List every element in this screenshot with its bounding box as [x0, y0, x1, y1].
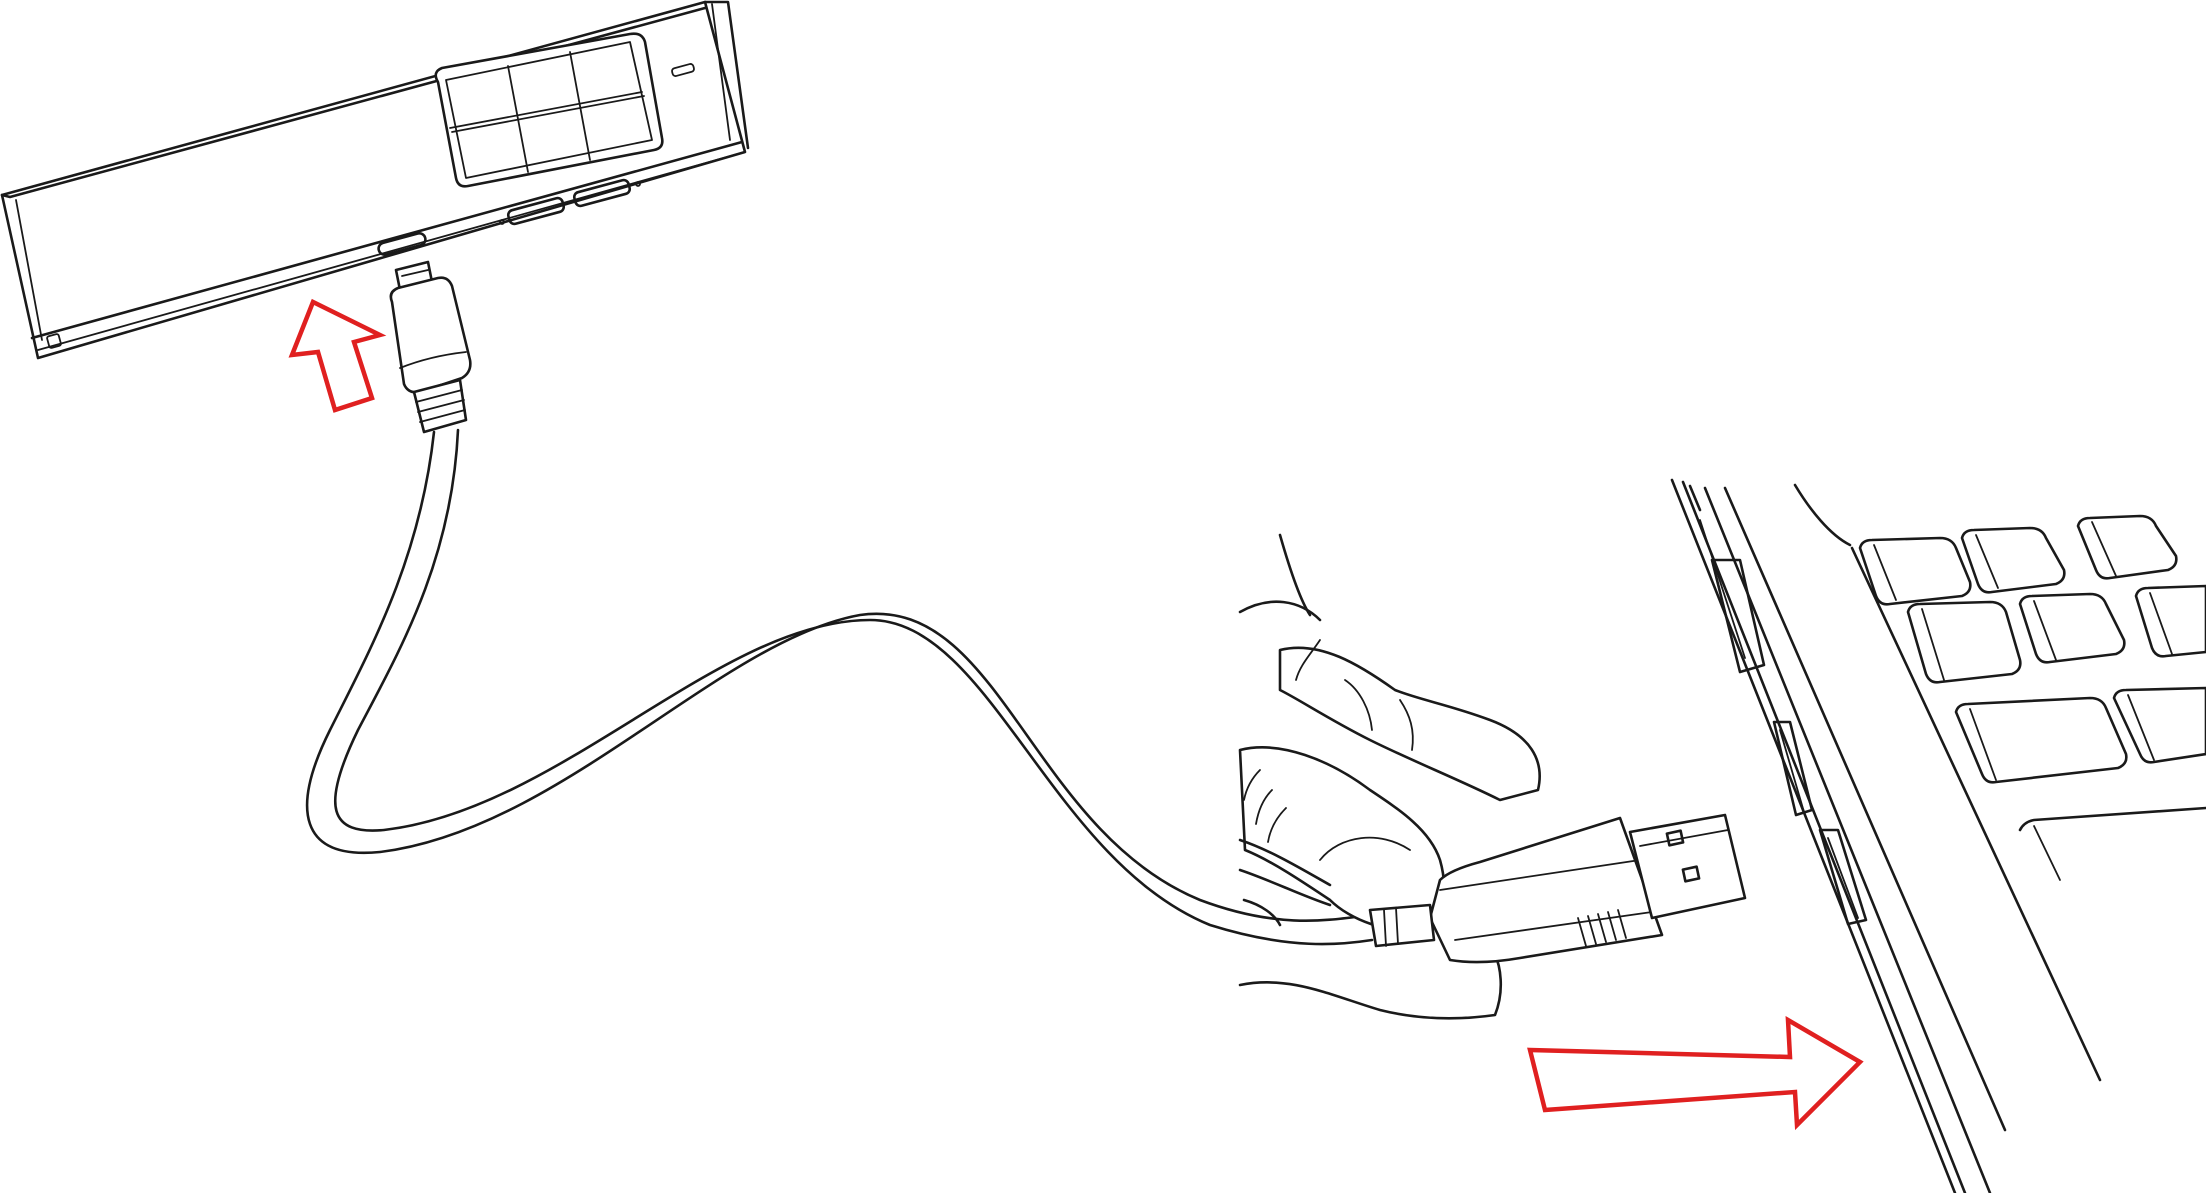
device-keypad: [434, 32, 664, 188]
laptop: [1670, 478, 2102, 1193]
micro-usb-plug: [389, 260, 472, 434]
usb-cable: [305, 428, 1374, 946]
device-ports: [377, 178, 641, 256]
laptop-keyboard: [1858, 514, 2206, 881]
hand: [1238, 533, 1541, 1020]
usb-a-plug: [1368, 813, 1747, 964]
arrow-right-icon: [1527, 1015, 1864, 1131]
arrow-up-icon: [288, 298, 387, 413]
